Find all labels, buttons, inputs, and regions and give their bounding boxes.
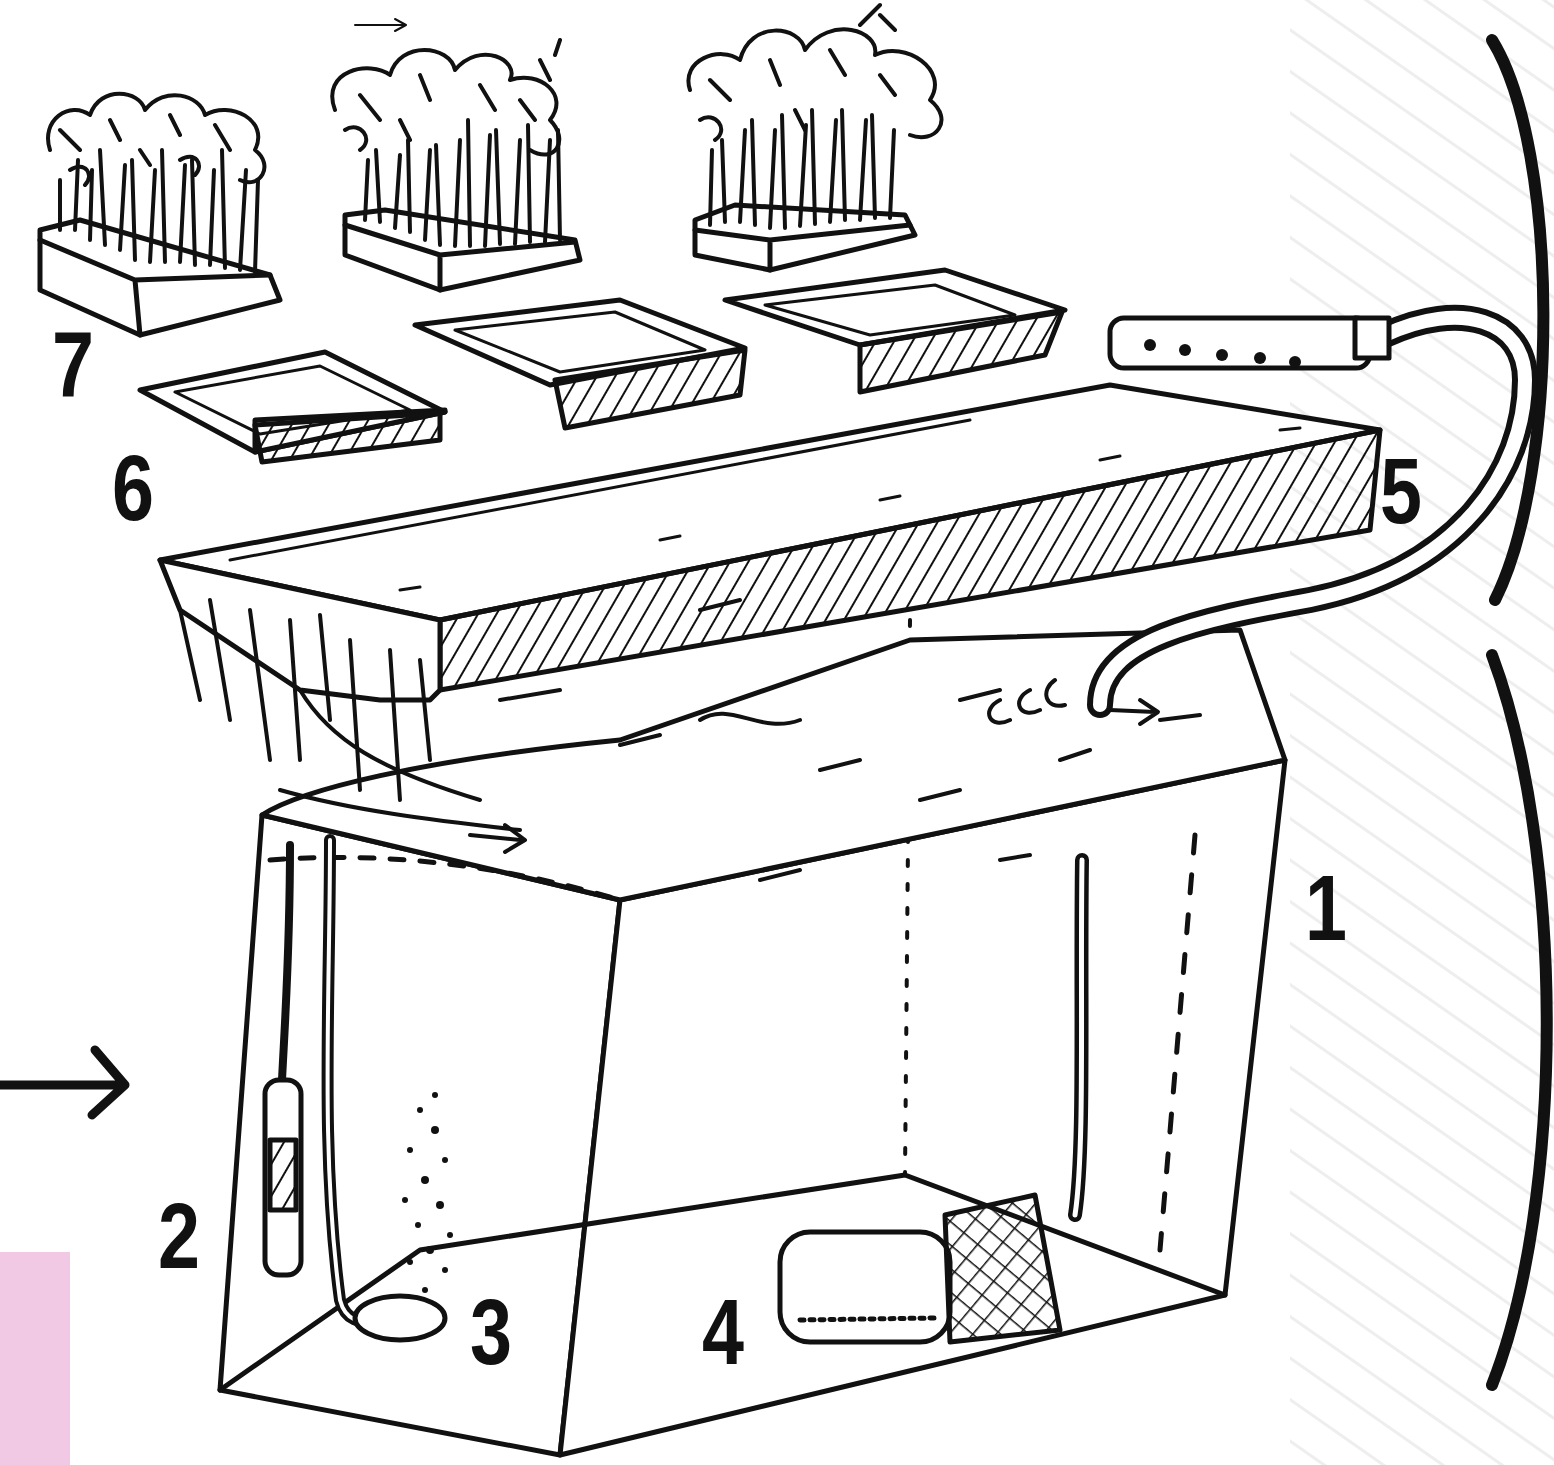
pump-tube-inner bbox=[1075, 860, 1082, 1215]
filter-mesh bbox=[945, 1195, 1060, 1342]
air-bubbles bbox=[402, 1092, 453, 1293]
callout-number: 6 bbox=[112, 442, 154, 534]
grow-bed-end bbox=[160, 560, 440, 700]
small-arrow bbox=[355, 19, 406, 31]
plant-roots bbox=[180, 600, 520, 830]
water-line bbox=[270, 857, 620, 900]
callout-number: 3 bbox=[470, 1286, 512, 1378]
seed-tray bbox=[415, 300, 745, 428]
pointer-arrow bbox=[0, 1050, 125, 1115]
sprout-mat bbox=[40, 94, 280, 335]
seed-tray bbox=[140, 352, 445, 462]
heater-cable bbox=[282, 845, 290, 1080]
pink-panel bbox=[0, 1252, 70, 1465]
grow-bed-front bbox=[440, 430, 1380, 690]
water-pump bbox=[780, 1232, 950, 1342]
callout-number: 5 bbox=[1380, 445, 1422, 537]
sprout-mat bbox=[332, 40, 580, 290]
heater bbox=[265, 1080, 301, 1275]
callout-number: 1 bbox=[1305, 862, 1347, 954]
air-stone bbox=[355, 1296, 445, 1340]
water-pipe-inner bbox=[1100, 318, 1525, 705]
tank-front-panel bbox=[220, 815, 620, 1455]
heater-element bbox=[270, 1140, 296, 1210]
callout-number: 7 bbox=[52, 318, 94, 410]
pump-tube bbox=[1075, 860, 1082, 1215]
spray-bar bbox=[1110, 318, 1370, 368]
seed-tray bbox=[725, 270, 1065, 392]
sprout-mat bbox=[688, 5, 941, 270]
background-stripes bbox=[1290, 0, 1554, 1465]
air-tube bbox=[328, 840, 381, 1322]
water-pipe bbox=[1100, 318, 1525, 705]
pump-grille bbox=[800, 1318, 935, 1320]
air-tube-inner bbox=[328, 840, 381, 1322]
callout-number: 4 bbox=[702, 1286, 744, 1378]
callout-number: 2 bbox=[158, 1190, 200, 1282]
flow-arrow bbox=[1110, 700, 1158, 724]
pipe-fitting bbox=[1355, 318, 1389, 358]
bracket bbox=[1492, 655, 1547, 1385]
water-ripple bbox=[989, 680, 1065, 723]
flow-arrow bbox=[470, 825, 525, 852]
tank-hidden-edge bbox=[1160, 835, 1195, 1250]
